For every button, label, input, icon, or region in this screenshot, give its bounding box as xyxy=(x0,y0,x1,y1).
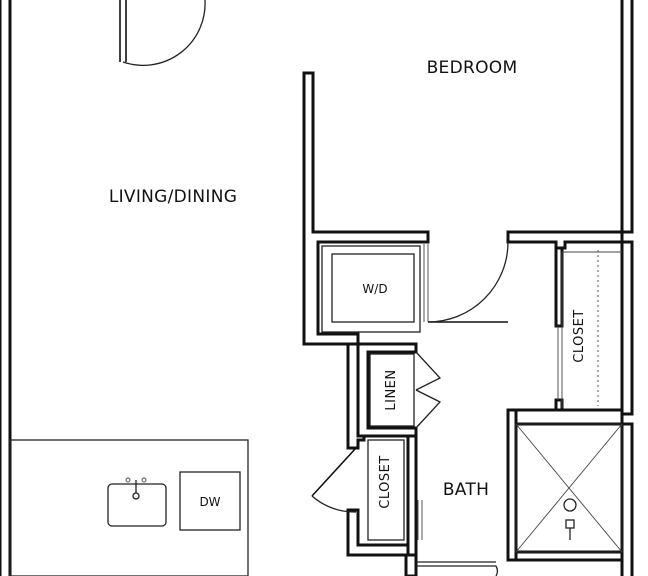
bath-closet: CLOSET xyxy=(311,439,423,541)
bedroom-door xyxy=(427,241,509,323)
washer-dryer-closet: W/D xyxy=(321,244,429,333)
kitchen-counter xyxy=(9,439,249,576)
bath-south-door xyxy=(416,561,498,576)
bedroom-south-wall xyxy=(506,230,624,250)
bath-closet-south-wall xyxy=(346,508,418,557)
kitchen-sink xyxy=(107,483,167,527)
linen-bifold-door-lower xyxy=(415,389,442,429)
washer-dryer-unit xyxy=(331,253,415,323)
shower xyxy=(515,423,623,553)
linen-label: LINEN xyxy=(384,369,399,410)
bath-door-swing xyxy=(311,495,357,513)
closet-west-wall-upper xyxy=(554,246,564,328)
shower-west-wall xyxy=(506,408,518,562)
bath-south-stub xyxy=(404,553,418,576)
living-dining-label: LIVING/DINING xyxy=(109,187,237,207)
bedroom-door-swing xyxy=(427,241,509,323)
linen-closet: LINEN xyxy=(369,351,442,429)
bath-closet-label: CLOSET xyxy=(378,455,393,509)
linen-closet-walls xyxy=(356,342,418,438)
shower-drain xyxy=(563,498,577,512)
entry-door xyxy=(119,0,206,66)
entry-door-swing xyxy=(122,0,206,66)
kitchen: DW xyxy=(9,439,249,576)
bath-door-leaf xyxy=(311,447,357,497)
washer-dryer-label: W/D xyxy=(362,282,387,296)
bedroom-living-partition xyxy=(302,71,430,346)
bedroom-closet: CLOSET xyxy=(557,250,622,408)
bedroom-closet-label: CLOSET xyxy=(572,309,587,363)
east-exterior-wall-upper xyxy=(620,0,634,234)
west-exterior-wall xyxy=(0,0,12,576)
linen-bifold-door-upper xyxy=(415,351,442,391)
bath-closet-east-wall xyxy=(406,434,418,557)
dishwasher-label: DW xyxy=(199,495,220,509)
shower-pan xyxy=(515,423,623,553)
shower-south-wall xyxy=(514,550,624,562)
bedroom-label: BEDROOM xyxy=(427,58,518,78)
bath-label: BATH xyxy=(443,480,489,500)
east-exterior-wall-closet xyxy=(620,240,634,416)
sink-drain xyxy=(132,492,140,500)
shower-valve xyxy=(565,519,575,529)
dishwasher xyxy=(179,471,241,531)
closet-south-wall xyxy=(514,408,624,426)
